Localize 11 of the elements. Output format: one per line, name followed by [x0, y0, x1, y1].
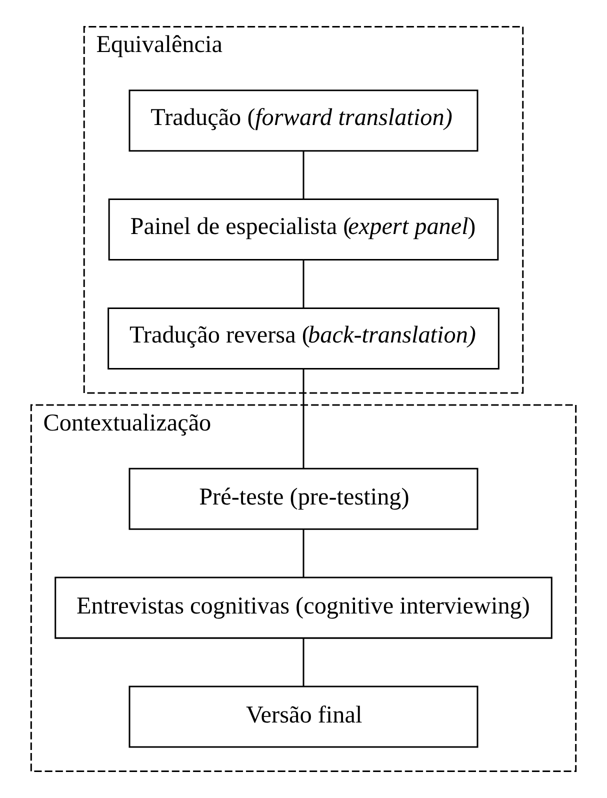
connector: [302, 151, 304, 200]
node-box: Pré-teste (pre-testing): [128, 468, 478, 530]
node-box: Versão final: [128, 686, 478, 748]
connector: [302, 260, 304, 308]
connector: [302, 529, 304, 578]
connector: [302, 368, 304, 468]
node-box: Tradução reversa (back-translation): [108, 307, 500, 370]
node-box: Tradução (forward translation): [128, 90, 478, 152]
node-box: Painel de especialista (expert panel): [108, 198, 499, 261]
connector: [302, 638, 304, 686]
node-box: Entrevistas cognitivas (cognitive interviewing): [54, 576, 552, 639]
